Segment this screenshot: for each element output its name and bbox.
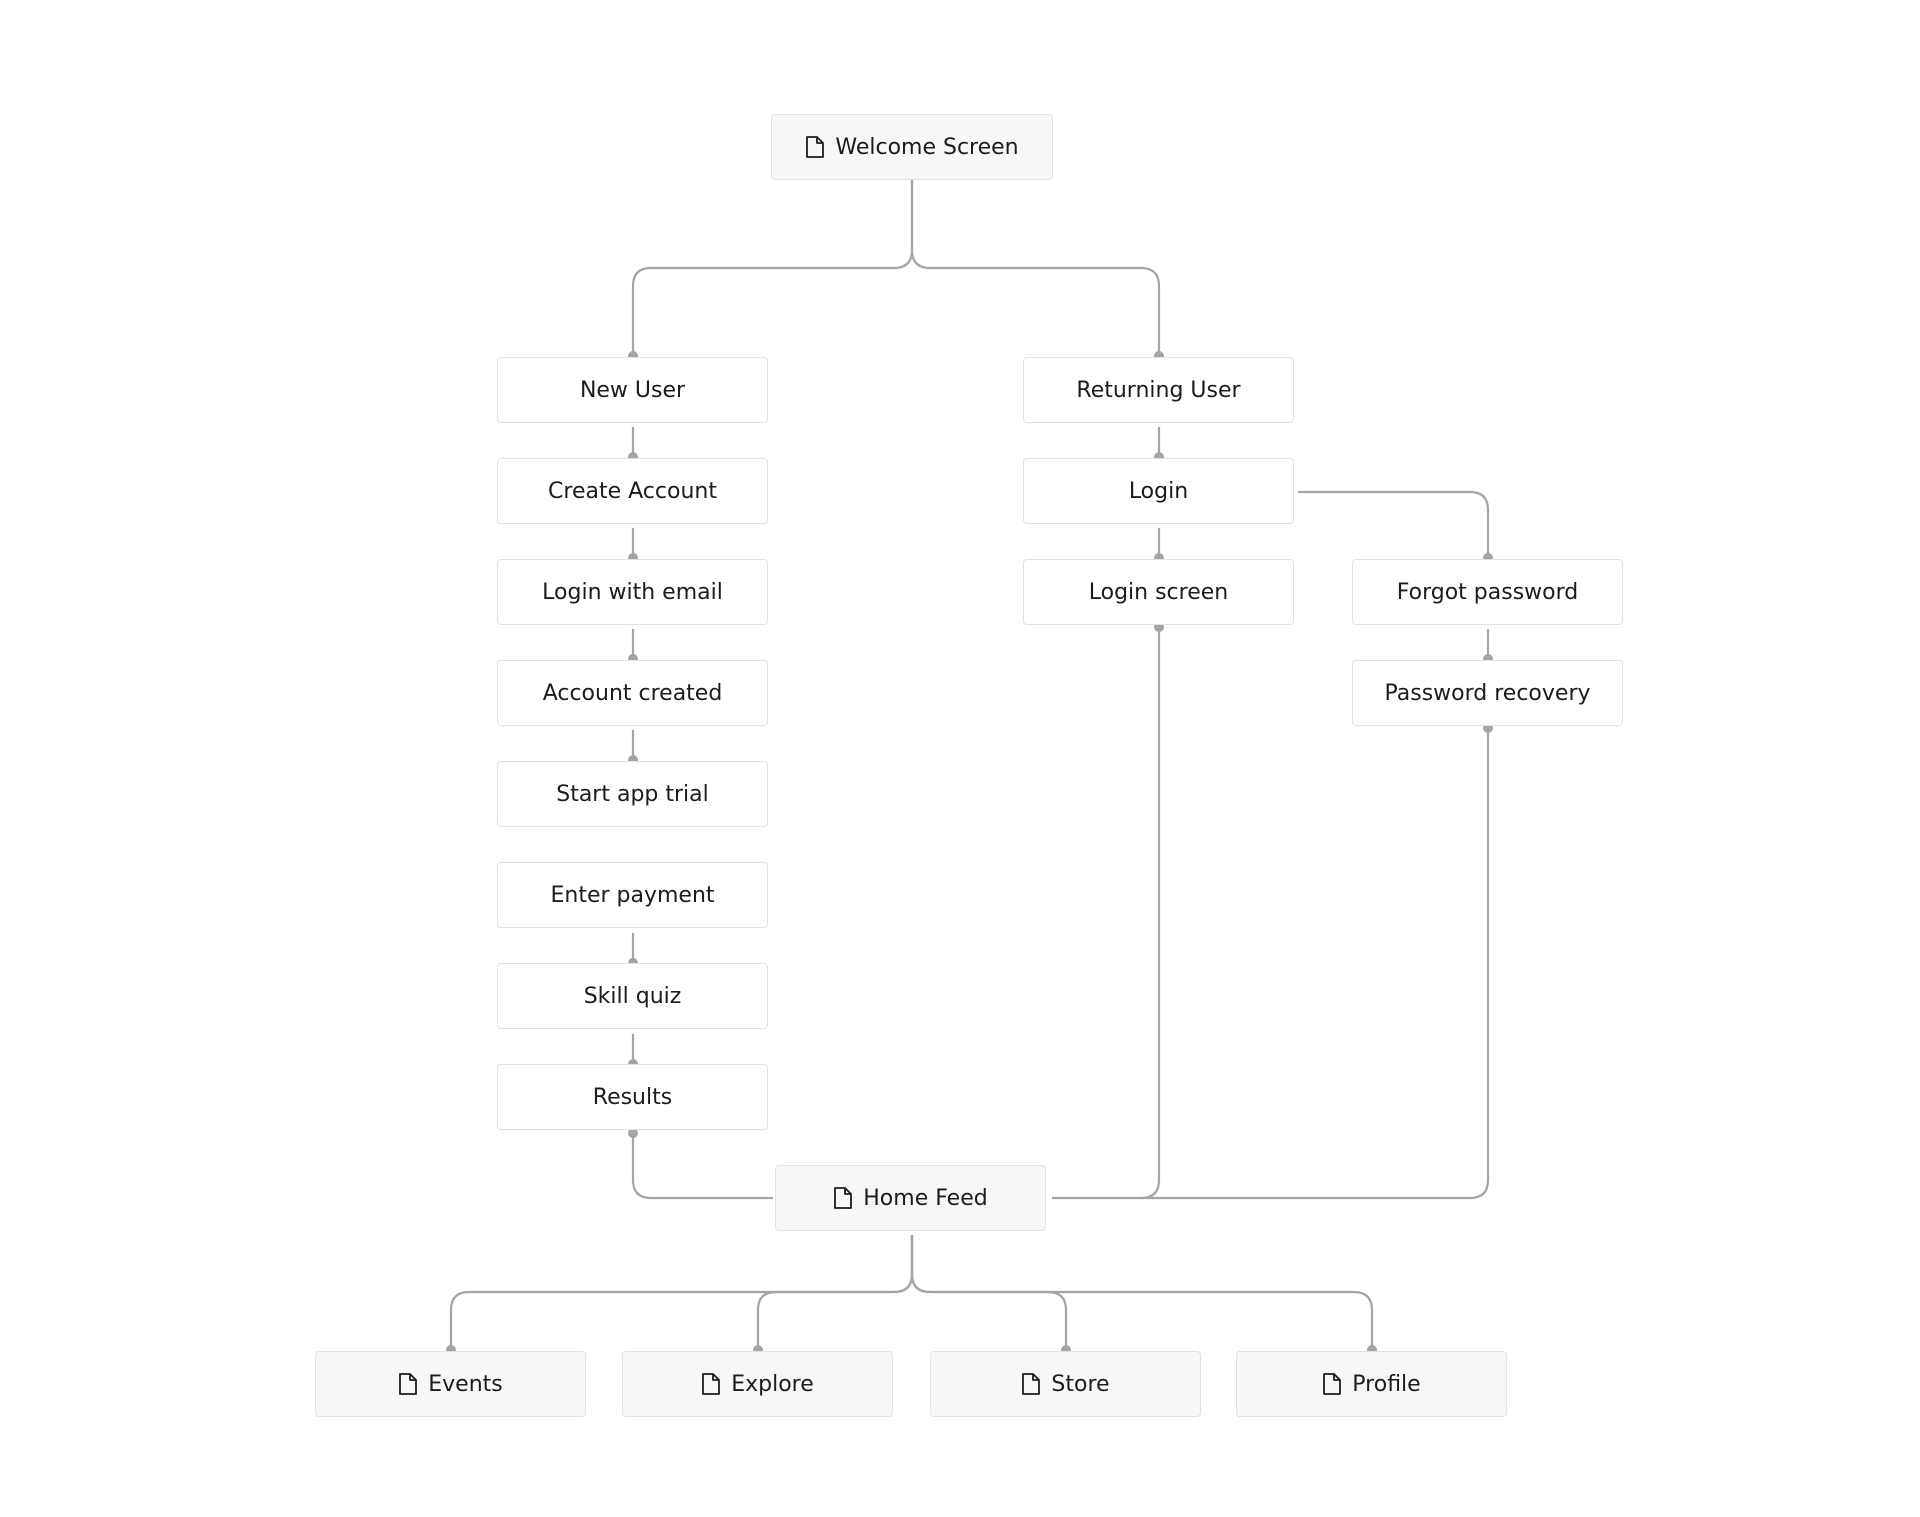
node-label: Password recovery	[1384, 680, 1591, 706]
node-skill-quiz[interactable]: Skill quiz	[497, 963, 768, 1029]
connector-welcome-to-new-user	[631, 180, 914, 356]
node-welcome-screen[interactable]: Welcome Screen	[771, 114, 1053, 180]
node-results[interactable]: Results	[497, 1064, 768, 1130]
node-start-app-trial[interactable]: Start app trial	[497, 761, 768, 827]
node-label: Profile	[1352, 1371, 1421, 1397]
connector-login-to-forgot-password	[1298, 490, 1490, 558]
node-label: Account created	[542, 680, 723, 706]
node-home-feed[interactable]: Home Feed	[775, 1165, 1046, 1231]
connector-welcome-to-returning-user	[910, 180, 1161, 356]
document-icon	[398, 1372, 418, 1396]
connector-home-to-profile	[910, 1235, 1374, 1350]
node-login-screen[interactable]: Login screen	[1023, 559, 1294, 625]
node-store[interactable]: Store	[930, 1351, 1201, 1417]
node-label: New User	[579, 377, 686, 403]
connector-login-screen-to-home-feed	[1052, 627, 1161, 1200]
node-enter-payment[interactable]: Enter payment	[497, 862, 768, 928]
node-returning-user[interactable]: Returning User	[1023, 357, 1294, 423]
node-label: Store	[1051, 1371, 1110, 1397]
node-new-user[interactable]: New User	[497, 357, 768, 423]
node-label: Start app trial	[556, 781, 709, 807]
node-forgot-password[interactable]: Forgot password	[1352, 559, 1623, 625]
node-profile[interactable]: Profile	[1236, 1351, 1507, 1417]
node-label: Home Feed	[863, 1185, 988, 1211]
node-account-created[interactable]: Account created	[497, 660, 768, 726]
connector-results-to-home-feed	[631, 1133, 773, 1200]
node-login[interactable]: Login	[1023, 458, 1294, 524]
node-label: Forgot password	[1396, 579, 1579, 605]
node-events[interactable]: Events	[315, 1351, 586, 1417]
document-icon	[805, 135, 825, 159]
node-label: Login screen	[1088, 579, 1229, 605]
connector-home-to-explore	[756, 1235, 914, 1350]
connector-recovery-to-home-feed	[1141, 728, 1490, 1200]
node-label: Events	[428, 1371, 503, 1397]
node-login-with-email[interactable]: Login with email	[497, 559, 768, 625]
node-label: Explore	[731, 1371, 814, 1397]
node-label: Welcome Screen	[835, 134, 1019, 160]
document-icon	[1021, 1372, 1041, 1396]
node-label: Create Account	[548, 478, 717, 504]
node-label: Results	[592, 1084, 673, 1110]
node-label: Enter payment	[550, 882, 715, 908]
node-create-account[interactable]: Create Account	[497, 458, 768, 524]
node-label: Returning User	[1076, 377, 1241, 403]
node-password-recovery[interactable]: Password recovery	[1352, 660, 1623, 726]
node-label: Skill quiz	[583, 983, 682, 1009]
node-label: Login with email	[542, 579, 723, 605]
document-icon	[701, 1372, 721, 1396]
node-explore[interactable]: Explore	[622, 1351, 893, 1417]
node-label: Login	[1128, 478, 1189, 504]
document-icon	[833, 1186, 853, 1210]
document-icon	[1322, 1372, 1342, 1396]
